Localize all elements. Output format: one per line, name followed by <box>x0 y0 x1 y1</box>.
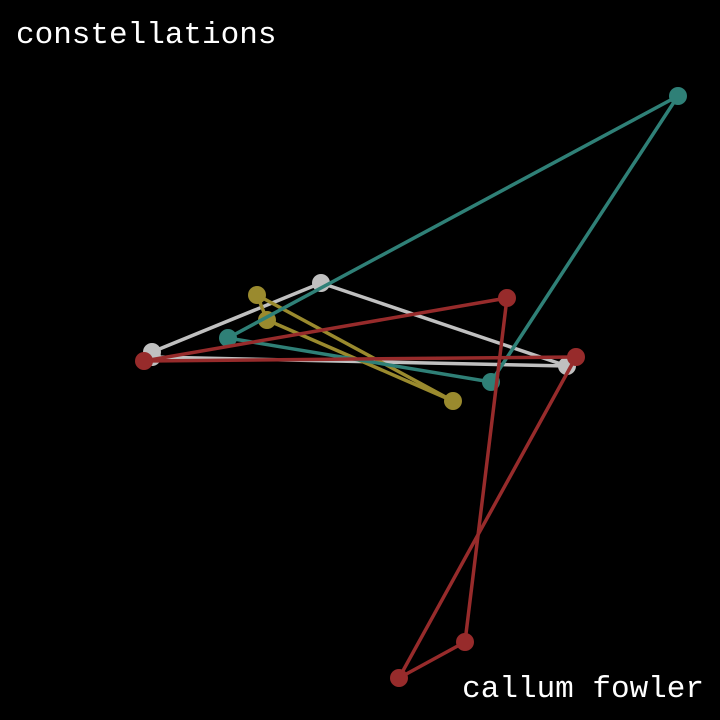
red-constellation-line <box>463 296 509 644</box>
olive-star-dot <box>444 392 462 410</box>
red-star-dot <box>456 633 474 651</box>
constellation-teal <box>219 87 687 391</box>
olive-constellation-line <box>255 293 455 403</box>
red-star-dot <box>498 289 516 307</box>
teal-constellation-line <box>489 94 680 384</box>
red-constellation-line <box>397 355 578 680</box>
artist-name: callum fowler <box>462 672 704 707</box>
teal-star-dot <box>669 87 687 105</box>
red-star-dot <box>390 669 408 687</box>
red-constellation-line <box>397 640 467 680</box>
constellation-red <box>135 289 585 687</box>
teal-star-dot <box>219 329 237 347</box>
red-constellation-line <box>142 296 509 363</box>
olive-star-dot <box>248 286 266 304</box>
album-title: constellations <box>16 18 277 53</box>
grey-constellation-line <box>319 281 569 368</box>
red-star-dot <box>135 352 153 370</box>
teal-constellation-line <box>226 94 680 340</box>
grey-constellation-line <box>150 281 323 354</box>
red-star-dot <box>567 348 585 366</box>
red-constellation-line <box>142 355 578 363</box>
